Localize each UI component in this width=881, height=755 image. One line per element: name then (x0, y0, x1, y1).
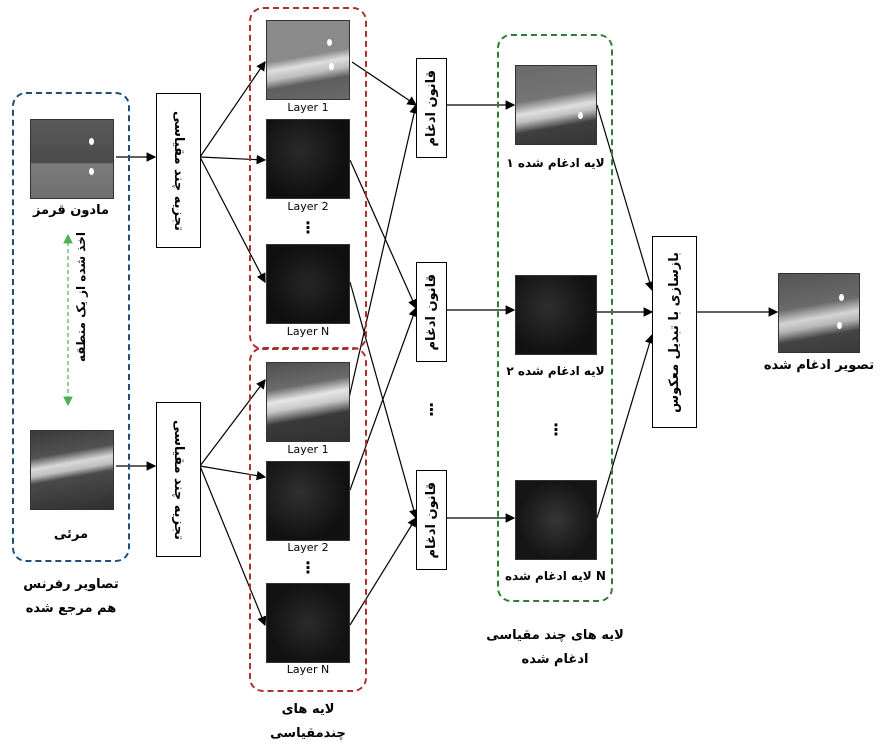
layer-n-top-label: Layer N (286, 325, 330, 338)
reference-images-group (12, 92, 130, 562)
fused-output-image (778, 273, 860, 353)
layer-ellipsis-top: ⋮ (300, 218, 316, 237)
arrow-decomp2-layerN (199, 465, 267, 627)
layer-2-bottom-label: Layer 2 (287, 541, 329, 554)
layer-2-bottom-image (266, 461, 350, 541)
fused-ellipsis: ⋮ (548, 420, 564, 439)
infrared-image (30, 119, 114, 199)
fused-layer-1-image (515, 65, 597, 145)
layer-1-bottom-label: Layer 1 (287, 443, 329, 456)
layer-n-top-image (266, 244, 350, 324)
layer-n-bottom-label: Layer N (286, 663, 330, 676)
fused-layer-n-image (515, 480, 597, 560)
layer-1-top-label: Layer 1 (287, 101, 329, 114)
fusion-rule-ellipsis: ⋮ (423, 400, 440, 419)
arrow-layerNb-ruleN (349, 516, 417, 626)
reference-group-caption-line1: تصاویر رفرنس (23, 577, 119, 592)
layer-1-bottom-image (266, 362, 350, 442)
arrow-layer2a-rule2 (349, 159, 417, 310)
fusion-rule-box-2: قانون ادغام (416, 262, 447, 362)
acquisition-note: اخذ شده از یک منطقه (74, 232, 88, 362)
fused-layer-1-label: لایه ادغام شده ۱ (506, 156, 605, 170)
layer-n-bottom-image (266, 583, 350, 663)
layer-2-top-label: Layer 2 (287, 200, 329, 213)
visible-image (30, 430, 114, 510)
arrow-decomp1-layer2 (199, 154, 267, 165)
arrow-decomp1-layer1 (199, 61, 266, 158)
fused-layer-2-image (515, 275, 597, 355)
fused-layer-2-label: لایه ادغام شده ۲ (506, 364, 605, 378)
arrow-layerNa-ruleN (349, 281, 419, 520)
infrared-label: مادون قرمز (32, 203, 110, 218)
multiscale-group-caption-line2: چندمقیاسی (270, 726, 346, 741)
reconstruction-box: بازسازی با تبدیل معکوس (652, 236, 697, 428)
layer-2-top-image (266, 119, 350, 199)
multiscale-layers-group-bottom (249, 347, 367, 692)
layer-ellipsis-bottom: ⋮ (300, 558, 316, 577)
arrow-fused1-recon (596, 104, 655, 292)
arrow-decomp2-layer2 (199, 465, 267, 481)
arrow-fusedN-recon (596, 333, 655, 519)
fused-group-caption-line1: لایه های چند مقیاسی (486, 628, 624, 643)
decomposition-box-top: تجزیه چند مقیاسی (156, 93, 201, 248)
visible-label: مرئی (53, 527, 89, 542)
fused-group-caption-line2: ادغام شده (521, 652, 589, 667)
decomposition-box-bottom: تجزیه چند مقیاسی (156, 402, 201, 557)
reference-group-caption-line2: هم مرجع شده (25, 601, 117, 616)
fusion-rule-box-n: قانون ادغام (416, 470, 447, 570)
fused-output-label: تصویر ادغام شده (763, 358, 875, 373)
fusion-rule-box-1: قانون ادغام (416, 58, 447, 158)
fused-layers-group (497, 34, 613, 602)
arrow-decomp2-layer1 (199, 379, 266, 467)
fused-layer-n-label: لایه ادغام شده N (505, 569, 606, 583)
arrow-layer1a-rule1 (351, 61, 417, 106)
multiscale-layers-group-top (249, 7, 367, 350)
arrow-decomp1-layerN (199, 156, 266, 284)
layer-1-top-image (266, 20, 350, 100)
multiscale-group-caption-line1: لایه های (281, 702, 335, 717)
